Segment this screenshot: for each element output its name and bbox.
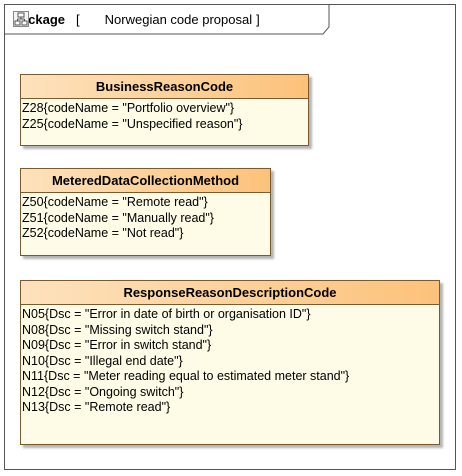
package-diagram-icon bbox=[13, 11, 102, 27]
open-bracket: [ bbox=[76, 11, 80, 27]
package-name: Norwegian code proposal bbox=[104, 11, 253, 27]
class-attributes: Z50{codeName = "Remote read"} Z51{codeNa… bbox=[21, 193, 270, 242]
attribute-row: N11{Dsc = "Meter reading equal to estima… bbox=[22, 369, 350, 383]
package-tab-outline bbox=[5, 5, 330, 35]
attribute-row: Z52{codeName = "Not read"} bbox=[22, 226, 184, 240]
class-response-reason-description-code[interactable]: ResponseReasonDescriptionCode N05{Dsc = … bbox=[20, 280, 440, 445]
package-tab: package [ Norwegian code proposal ] bbox=[5, 5, 330, 35]
attribute-row: Z51{codeName = "Manually read"} bbox=[22, 210, 214, 225]
attribute-row: N08{Dsc = "Missing switch stand"} bbox=[22, 322, 213, 337]
attribute-row: Z25{codeName = "Unspecified reason"} bbox=[22, 116, 243, 131]
class-name: MeteredDataCollectionMethod bbox=[21, 169, 270, 193]
class-attributes: Z28{codeName = "Portfolio overview"} Z25… bbox=[21, 99, 308, 132]
class-name: BusinessReasonCode bbox=[21, 75, 308, 99]
attribute-row: Z50{codeName = "Remote read"} bbox=[22, 195, 208, 209]
attribute-row: N12{Dsc = "Ongoing switch"} bbox=[22, 384, 184, 399]
class-name: ResponseReasonDescriptionCode bbox=[21, 281, 439, 305]
attribute-row: Z28{codeName = "Portfolio overview"} bbox=[22, 101, 235, 115]
attribute-row: N05{Dsc = "Error in date of birth or org… bbox=[22, 307, 311, 321]
class-metered-data-collection-method[interactable]: MeteredDataCollectionMethod Z50{codeName… bbox=[20, 168, 271, 256]
attribute-row: N13{Dsc = "Remote read"} bbox=[22, 400, 171, 414]
close-bracket: ] bbox=[256, 11, 260, 27]
class-business-reason-code[interactable]: BusinessReasonCode Z28{codeName = "Portf… bbox=[20, 74, 309, 146]
attribute-row: N09{Dsc = "Error in switch stand"} bbox=[22, 338, 212, 352]
class-attributes: N05{Dsc = "Error in date of birth or org… bbox=[21, 305, 439, 416]
attribute-row: N10{Dsc = "Illegal end date"} bbox=[22, 353, 183, 368]
